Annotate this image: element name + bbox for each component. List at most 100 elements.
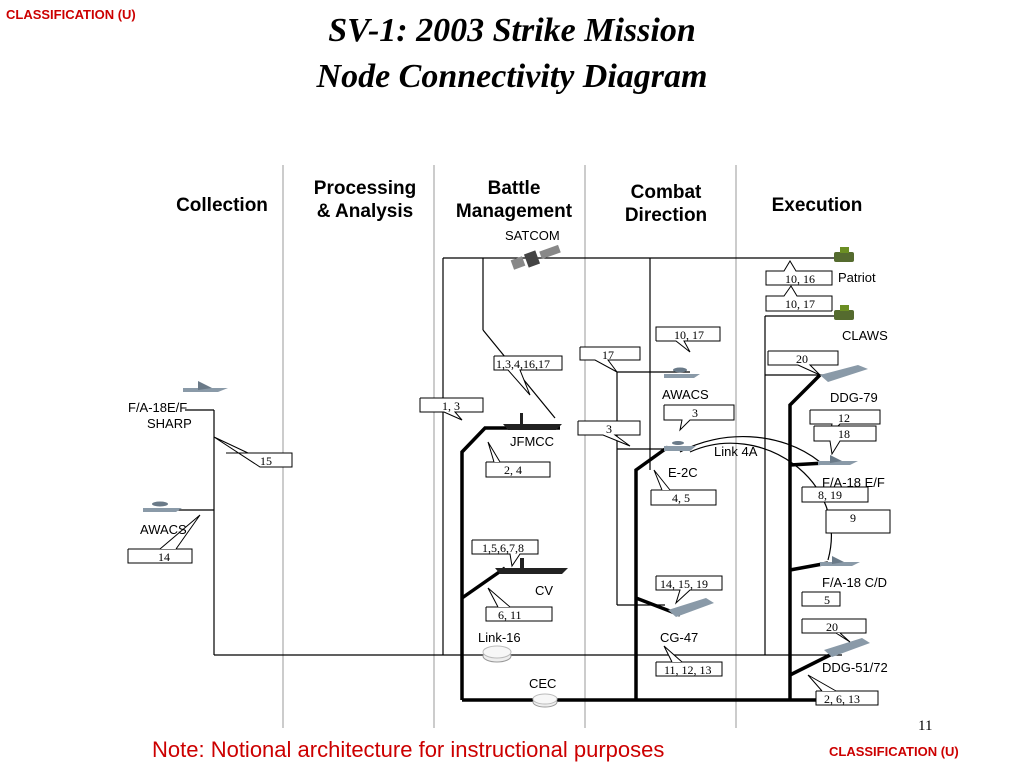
slide-title-line2: Node Connectivity Diagram bbox=[316, 58, 708, 95]
flag-ddg5172-2613 bbox=[807, 674, 879, 706]
fa18cd-icon bbox=[820, 556, 860, 566]
fa18ef-icon bbox=[818, 455, 858, 465]
jfmcc-ship-icon bbox=[503, 413, 562, 430]
slide-title-line1: SV-1: 2003 Strike Mission bbox=[328, 12, 696, 49]
flag-text-cv-15678: 1,5,6,7,8 bbox=[482, 541, 524, 555]
flag-patriot bbox=[765, 260, 833, 286]
node-label-fa18ef-sharp-line1: F/A-18E/F bbox=[128, 400, 188, 415]
flag-text-left-13: 1, 3 bbox=[442, 399, 460, 413]
flag-text-cg47-141519: 14, 15, 19 bbox=[660, 577, 708, 591]
classification-marking-bottom: CLASSIFICATION (U) bbox=[829, 744, 959, 759]
flag-awacs-3 bbox=[663, 404, 735, 432]
flag-text-ddg79-20: 20 bbox=[796, 352, 808, 366]
fa18ef-sharp-icon bbox=[183, 381, 228, 392]
flag-text-patriot: 10, 16 bbox=[785, 272, 815, 286]
node-label-fa18ef-sharp-line2: SHARP bbox=[147, 416, 192, 431]
awacs-left-icon bbox=[143, 501, 182, 512]
flag-left-13 bbox=[419, 397, 484, 421]
node-label-ddg5172: DDG-51/72 bbox=[822, 660, 888, 675]
node-label-awacs-left: AWACS bbox=[140, 522, 187, 537]
thick-links bbox=[460, 373, 842, 702]
column-dividers bbox=[282, 165, 737, 728]
column-heading-execution: Execution bbox=[771, 195, 863, 216]
awacs-mid-icon bbox=[664, 367, 700, 378]
patriot-icon bbox=[834, 247, 854, 262]
ddg79-ship-icon bbox=[820, 365, 868, 382]
flag-ddg-20b bbox=[801, 618, 867, 643]
flag-claws bbox=[765, 285, 833, 312]
flag-satcom-jfmcc bbox=[493, 355, 563, 396]
flag-text-awacs-top: 10, 17 bbox=[674, 328, 704, 342]
flag-text-awacs-3: 3 bbox=[692, 406, 698, 420]
node-label-jfmcc: JFMCC bbox=[510, 434, 555, 449]
column-heading-processing-line2: & Analysis bbox=[316, 201, 414, 222]
column-heading-collection: Collection bbox=[176, 195, 268, 216]
node-label-claws: CLAWS bbox=[842, 328, 888, 343]
node-label-satcom: SATCOM bbox=[505, 228, 560, 243]
flag-text-ddg-20b: 20 bbox=[826, 620, 838, 634]
footer-note: Note: Notional architecture for instruct… bbox=[152, 737, 665, 762]
flag-fa18cd-5 bbox=[801, 591, 841, 607]
flag-cg47-141519 bbox=[655, 575, 723, 605]
flag-text-combat-17: 17 bbox=[602, 348, 614, 362]
satcom-icon bbox=[510, 244, 561, 270]
flag-text-combat-3: 3 bbox=[606, 422, 612, 436]
flag-ddg79-20 bbox=[767, 350, 839, 376]
flag-text-e2c-45: 4, 5 bbox=[672, 491, 690, 505]
flag-text-satcom-jfmcc: 1,3,4,16,17 bbox=[496, 357, 550, 371]
column-heading-combat-direction: Combat Direction bbox=[596, 181, 736, 227]
node-label-e2c: E-2C bbox=[668, 465, 698, 480]
page-number: 11 bbox=[918, 718, 933, 734]
column-heading-battle-line1: Battle bbox=[487, 178, 541, 199]
column-heading-processing: Processing & Analysis bbox=[295, 177, 435, 223]
flag-text-awacs-14: 14 bbox=[158, 550, 170, 564]
column-heading-battle-management: Battle Management bbox=[440, 177, 588, 223]
flag-text-fa18cd-5: 5 bbox=[824, 593, 830, 607]
flag-awacs-14 bbox=[127, 514, 201, 564]
flag-ddg-18 bbox=[813, 425, 877, 456]
cv-ship-icon bbox=[495, 558, 568, 574]
callout-flags bbox=[127, 260, 891, 706]
node-label-cec: CEC bbox=[529, 676, 557, 691]
flag-combat-3 bbox=[577, 420, 641, 447]
column-heading-processing-line1: Processing bbox=[313, 178, 417, 199]
node-label-awacs-mid: AWACS bbox=[662, 387, 709, 402]
flag-text-jfmcc-24: 2, 4 bbox=[504, 463, 522, 477]
flag-cv-611 bbox=[485, 587, 553, 622]
node-label-cv: CV bbox=[535, 583, 554, 598]
node-label-link16: Link-16 bbox=[478, 630, 521, 645]
flag-sharp-15 bbox=[213, 436, 293, 468]
cg47-ship-icon bbox=[668, 598, 714, 617]
flag-combat-17 bbox=[579, 346, 641, 373]
flag-cg47-111213 bbox=[655, 645, 723, 677]
flag-fa18ef-819 bbox=[801, 486, 869, 503]
flag-text-claws: 10, 17 bbox=[785, 297, 815, 311]
e2c-icon bbox=[664, 441, 696, 451]
node-label-link4a: Link 4A bbox=[714, 444, 758, 459]
flag-text-cv-611: 6, 11 bbox=[498, 608, 522, 622]
flag-text-link-9: 9 bbox=[850, 511, 856, 525]
flag-text-sharp-15: 15 bbox=[260, 454, 272, 468]
flag-text-fa18ef-819: 8, 19 bbox=[818, 488, 842, 502]
column-heading-combat-line2: Direction bbox=[624, 205, 708, 226]
node-label-ddg79: DDG-79 bbox=[830, 390, 878, 405]
cec-icon bbox=[532, 693, 558, 708]
link16-icon bbox=[482, 645, 512, 663]
flag-awacs-top bbox=[655, 326, 721, 353]
flag-e2c-45 bbox=[650, 469, 717, 506]
ddg5172-ship-icon bbox=[824, 638, 870, 657]
node-label-fa18ef: F/A-18 E/F bbox=[822, 475, 885, 490]
flag-link-9 bbox=[825, 509, 891, 534]
column-heading-battle-line2: Management bbox=[455, 201, 573, 222]
flag-text-cg47-111213: 11, 12, 13 bbox=[664, 663, 712, 677]
flag-cv-15678 bbox=[471, 539, 539, 568]
flag-text-ddg-12: 12 bbox=[838, 411, 850, 425]
classification-marking-top: CLASSIFICATION (U) bbox=[6, 7, 136, 22]
node-label-fa18cd: F/A-18 C/D bbox=[822, 575, 888, 590]
column-heading-combat-line1: Combat bbox=[630, 182, 702, 203]
claws-icon bbox=[834, 305, 854, 320]
flag-text-ddg-18: 18 bbox=[838, 427, 850, 441]
flag-jfmcc-24 bbox=[485, 441, 551, 478]
flag-text-ddg5172-2613: 2, 6, 13 bbox=[824, 692, 860, 706]
